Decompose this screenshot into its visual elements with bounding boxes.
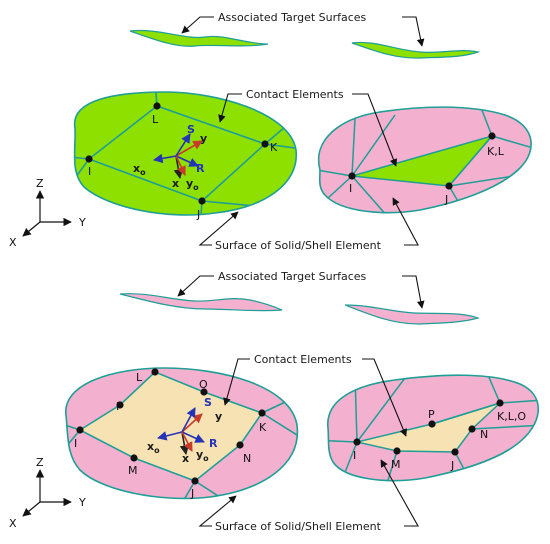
node-label-K: K <box>259 421 267 434</box>
node-label-N: N <box>243 452 251 465</box>
bottom-left-surface <box>65 367 299 500</box>
bottom-right-nodes: K,L,O P N I M J <box>353 399 526 472</box>
node-label-L: L <box>152 113 159 126</box>
node-label-KLO: K,L,O <box>497 410 526 423</box>
bottom-surface-arrow-right <box>380 459 419 527</box>
bottom-vector-triad: S y R xo x yo <box>147 396 222 465</box>
vector-label-R: R <box>196 162 205 175</box>
node-label-M: M <box>128 464 138 477</box>
axis-label-x: X <box>9 236 17 249</box>
vector-label-y: y <box>200 132 207 145</box>
top-surface-label: Surface of Solid/Shell Element <box>215 239 382 252</box>
node-label-I-right: I <box>353 449 356 462</box>
node-label-P: P <box>116 400 123 413</box>
node-label-I: I <box>88 165 91 178</box>
bottom-target-arrow-left <box>177 275 214 297</box>
bottom-contact-label: Contact Elements <box>254 353 352 366</box>
top-surface-arrow-right <box>392 197 419 246</box>
bottom-surface-arrow-left <box>198 495 237 527</box>
vector-label-S: S <box>204 396 212 409</box>
top-left-target-surface <box>129 29 269 47</box>
node-label-M-right: M <box>391 458 401 471</box>
vector-label-y: y <box>215 410 222 423</box>
top-global-axes: Z Y X <box>9 177 86 249</box>
bottom-contact-arrow-right <box>362 358 407 437</box>
top-right-target-surface <box>351 41 481 59</box>
node-label-N-right: N <box>480 428 488 441</box>
top-section: Associated Target Surfaces <box>9 11 532 252</box>
top-right-nodes: K,L I J <box>348 132 505 206</box>
top-left-nodes: L K I J <box>85 102 278 221</box>
node-label-J: J <box>196 208 200 221</box>
vector-label-x: x <box>182 452 189 465</box>
top-vector-triad: S y R xo x yo <box>133 123 207 192</box>
top-target-arrow-left <box>181 16 214 34</box>
node-label-I-right: I <box>349 182 352 195</box>
top-surface-arrow-left <box>198 211 239 246</box>
vector-label-yo: yo <box>186 177 199 192</box>
node-label-P-right: P <box>428 408 435 421</box>
top-left-surface <box>73 91 297 216</box>
axis-label-y: Y <box>78 216 86 229</box>
node-label-L: L <box>136 371 143 384</box>
node-label-O: O <box>199 378 208 391</box>
bottom-right-target-surface <box>344 304 480 325</box>
bottom-target-label: Associated Target Surfaces <box>218 270 367 283</box>
axis-label-z: Z <box>36 456 44 469</box>
vector-label-S: S <box>187 123 195 136</box>
vector-label-xo: xo <box>147 440 160 455</box>
bottom-left-target-surface <box>119 293 283 312</box>
axis-label-z: Z <box>36 177 44 190</box>
axis-label-y: Y <box>78 496 86 509</box>
axis-label-x: X <box>9 517 17 530</box>
bottom-global-axes: Z Y X <box>9 456 86 530</box>
bottom-section: Associated Target Surfaces <box>9 270 539 533</box>
top-contact-arrow-left <box>218 93 242 123</box>
vector-label-yo: yo <box>196 448 209 463</box>
node-label-J-right: J <box>444 193 448 206</box>
bottom-left-nodes: L O P K I N M J <box>74 368 267 500</box>
bottom-target-arrow-right <box>402 275 425 309</box>
vector-label-xo: xo <box>133 162 146 177</box>
bottom-right-surface <box>327 374 539 482</box>
node-label-J-right: J <box>450 459 454 472</box>
top-target-label: Associated Target Surfaces <box>218 11 367 24</box>
bottom-surface-label: Surface of Solid/Shell Element <box>215 520 382 533</box>
vector-label-R: R <box>209 437 218 450</box>
top-contact-label: Contact Elements <box>246 88 344 101</box>
top-right-surface <box>317 106 532 214</box>
top-contact-arrow-right <box>352 93 398 167</box>
node-label-J: J <box>190 487 194 500</box>
top-target-arrow-right <box>402 16 425 47</box>
node-label-KL: K,L <box>487 145 505 158</box>
node-label-K: K <box>270 141 278 154</box>
vector-label-x: x <box>172 177 179 190</box>
bottom-contact-arrow-left <box>223 358 250 406</box>
node-label-I: I <box>74 437 77 450</box>
